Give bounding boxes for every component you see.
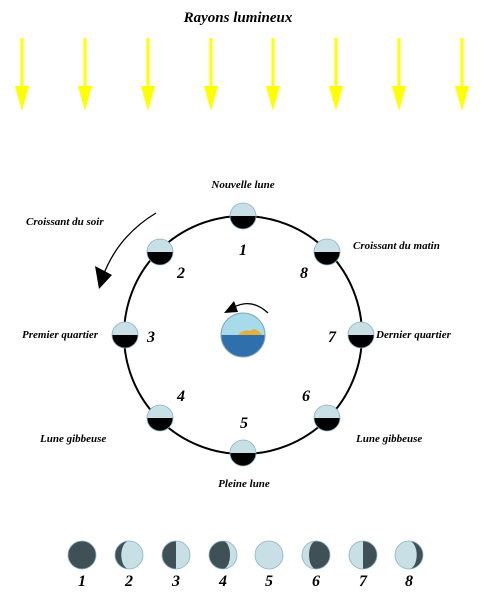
light-rays (15, 38, 469, 111)
half-lit-moon-icon (313, 238, 341, 266)
label-full-moon: Pleine lune (218, 478, 270, 490)
down-arrow-icon (15, 38, 29, 111)
phase-number: 6 (312, 573, 320, 590)
label-first-quarter: Premier quartier (22, 329, 99, 341)
half-lit-moon-icon (229, 439, 257, 467)
orbit-number: 2 (176, 265, 185, 282)
moon-phase-icon (348, 540, 378, 570)
moon-phase-icon (161, 540, 191, 570)
moon-phase-icon (67, 540, 97, 570)
phase-number: 2 (124, 573, 133, 590)
down-arrow-icon (141, 38, 155, 111)
half-lit-moon-icon (146, 404, 174, 432)
phase-number: 1 (78, 573, 86, 590)
label-waxing-gibbous: Lune gibbeuse (39, 433, 106, 445)
orbit-direction-arrowhead (95, 266, 112, 289)
moon-phase-icon (254, 540, 284, 570)
earth-land (238, 329, 262, 335)
label-waning-crescent: Croissant du matin (353, 240, 440, 252)
label-last-quarter: Dernier quartier (375, 329, 452, 341)
down-arrow-icon (266, 38, 280, 111)
down-arrow-icon (78, 38, 92, 111)
earth-sea (221, 335, 265, 357)
moon-phase-icon (208, 540, 238, 570)
orbit-number: 3 (146, 329, 155, 346)
earth-rotation-arrowhead (224, 301, 238, 313)
earth-rotation-arrow (233, 302, 269, 314)
moon-phase-icon (114, 540, 144, 570)
orbit-direction-curve (102, 212, 157, 277)
down-arrow-icon (329, 38, 343, 111)
half-lit-moon-icon (111, 321, 139, 349)
orbit-number: 1 (239, 242, 247, 259)
moon-phase-icon (394, 540, 424, 570)
orbit-number: 8 (300, 265, 308, 282)
orbit-number: 6 (302, 388, 310, 405)
earth-icon (220, 312, 266, 358)
down-arrow-icon (204, 38, 218, 111)
orbit-moons (111, 202, 375, 467)
down-arrow-icon (392, 38, 406, 111)
half-lit-moon-icon (146, 238, 174, 266)
phase-number: 3 (171, 573, 180, 590)
phase-appearance-row (67, 540, 424, 570)
diagram-title: Rayons lumineux (183, 10, 293, 26)
label-new-moon: Nouvelle lune (210, 179, 274, 191)
down-arrow-icon (455, 38, 469, 111)
moon-phase-icon (301, 540, 331, 570)
label-waning-gibbous: Lune gibbeuse (355, 433, 422, 445)
orbit-number: 5 (240, 415, 248, 432)
phase-number: 8 (405, 573, 413, 590)
orbit-number: 7 (328, 329, 337, 346)
half-lit-moon-icon (229, 202, 257, 230)
phase-number: 4 (218, 573, 227, 590)
phase-number: 5 (265, 573, 273, 590)
label-waxing-crescent: Croissant du soir (26, 216, 104, 228)
phase-number: 7 (359, 573, 368, 590)
half-lit-moon-icon (347, 321, 375, 349)
half-lit-moon-icon (313, 404, 341, 432)
orbit-number: 4 (176, 388, 185, 405)
